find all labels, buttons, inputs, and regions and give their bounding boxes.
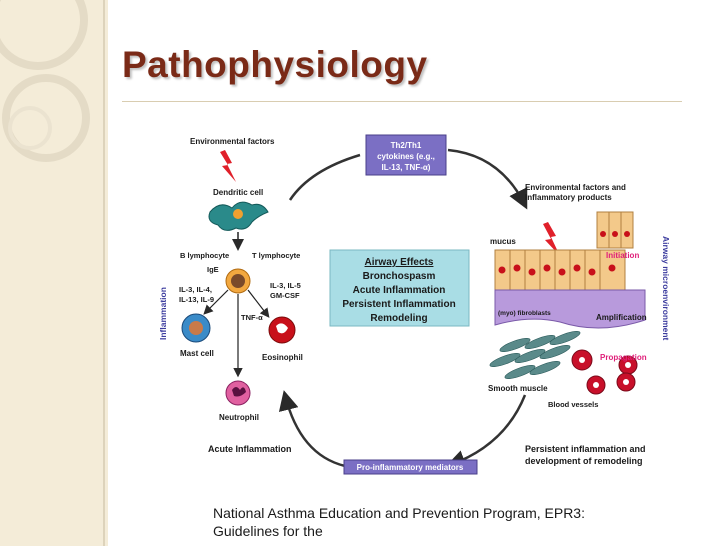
ige-label: IgE [207,265,219,274]
persistent-remodeling-line2: development of remodeling [525,456,643,466]
mast-cell-label: Mast cell [180,349,214,358]
t-cell-nucleus-icon [231,274,245,288]
slide-caption: National Asthma Education and Prevention… [213,504,585,540]
inflammation-vertical-label: Inflammation [158,287,168,340]
tnf-label: TNF-α [241,313,263,322]
caption-line2: Guidelines for the [213,523,323,539]
th-box-line3: IL-13, TNF-α) [382,163,431,172]
sidebar-divider [103,0,105,546]
env-products-line2: Inflammatory products [525,193,612,202]
airway-microenvironment-label: Airway microenvironment [661,236,671,341]
smooth-muscle-label: Smooth muscle [488,384,548,393]
airway-effects-box [329,249,470,327]
neutrophil-label: Neutrophil [219,413,259,422]
dendritic-nucleus-icon [233,209,243,219]
cycle-arrow-bottom-left [278,390,346,468]
env-products-line1: Environmental factors and [525,183,626,192]
blood-vessels-label: Blood vessels [548,400,598,409]
right-lightning-icon [543,222,560,256]
mucus-label: mucus [490,237,516,246]
smooth-muscle-icon [489,331,581,379]
blood-vessel-cells-icon [571,349,638,395]
arrow-to-mast [203,289,229,315]
cycle-arrow-top-left [288,153,361,201]
propagation-label: Propagation [600,353,647,362]
th-box-line2: cytokines (e.g., [377,152,435,161]
th-cytokines-box [365,134,447,176]
cycle-arrow-bottom-right [445,394,527,470]
t-lymphocyte-label: T lymphocyte [252,251,300,260]
il-left-1-label: IL-3, IL-4, [179,285,212,294]
arrow-to-eosinophil [247,289,270,318]
eosinophil-nucleus-icon [276,323,288,334]
decorative-circles [0,0,90,162]
env-factors-label: Environmental factors [190,137,275,146]
neutrophil-nucleus-icon [232,387,246,397]
remodeling-label: Remodeling [370,313,427,324]
airway-effects-heading: Airway Effects [365,257,434,268]
title-divider [122,101,682,102]
initiation-cells-icon [596,211,634,249]
dendritic-cell-label: Dendritic cell [213,188,263,197]
mast-cell-nucleus-icon [189,321,203,335]
slide-title: Pathophysiology [122,44,428,85]
il-right-2-label: GM-CSF [270,291,300,300]
persistent-remodeling-line1: Persistent inflammation and [525,444,646,454]
pro-inflammatory-box [343,459,478,475]
persistent-inflammation-label: Persistent Inflammation [342,299,455,310]
il-right-1-label: IL-3, IL-5 [270,281,301,290]
lightning-icon [220,150,236,182]
pro-inflammatory-label: Pro-inflammatory mediators [357,463,464,472]
b-lymphocyte-label: B lymphocyte [180,251,229,260]
acute-inflammation-bottom-label: Acute Inflammation [208,444,292,454]
th-box-line1: Th2/Th1 [391,141,422,150]
myo-fibroblasts-label: (myo) fibroblasts [498,310,551,317]
il-left-2-label: IL-13, IL-9 [179,295,214,304]
initiation-label: Initiation [606,251,639,260]
amplification-label: Amplification [596,313,647,322]
acute-inflammation-center-label: Acute Inflammation [353,285,446,296]
caption-line1: National Asthma Education and Prevention… [213,505,585,521]
cycle-arrow-top-right [447,148,528,210]
pathophysiology-diagram: Environmental factors Dendritic cell B l… [158,134,671,475]
eosinophil-label: Eosinophil [262,353,303,362]
epithelium-cells [494,249,626,291]
submucosa-band [494,289,646,329]
bronchospasm-label: Bronchospasm [363,271,436,282]
